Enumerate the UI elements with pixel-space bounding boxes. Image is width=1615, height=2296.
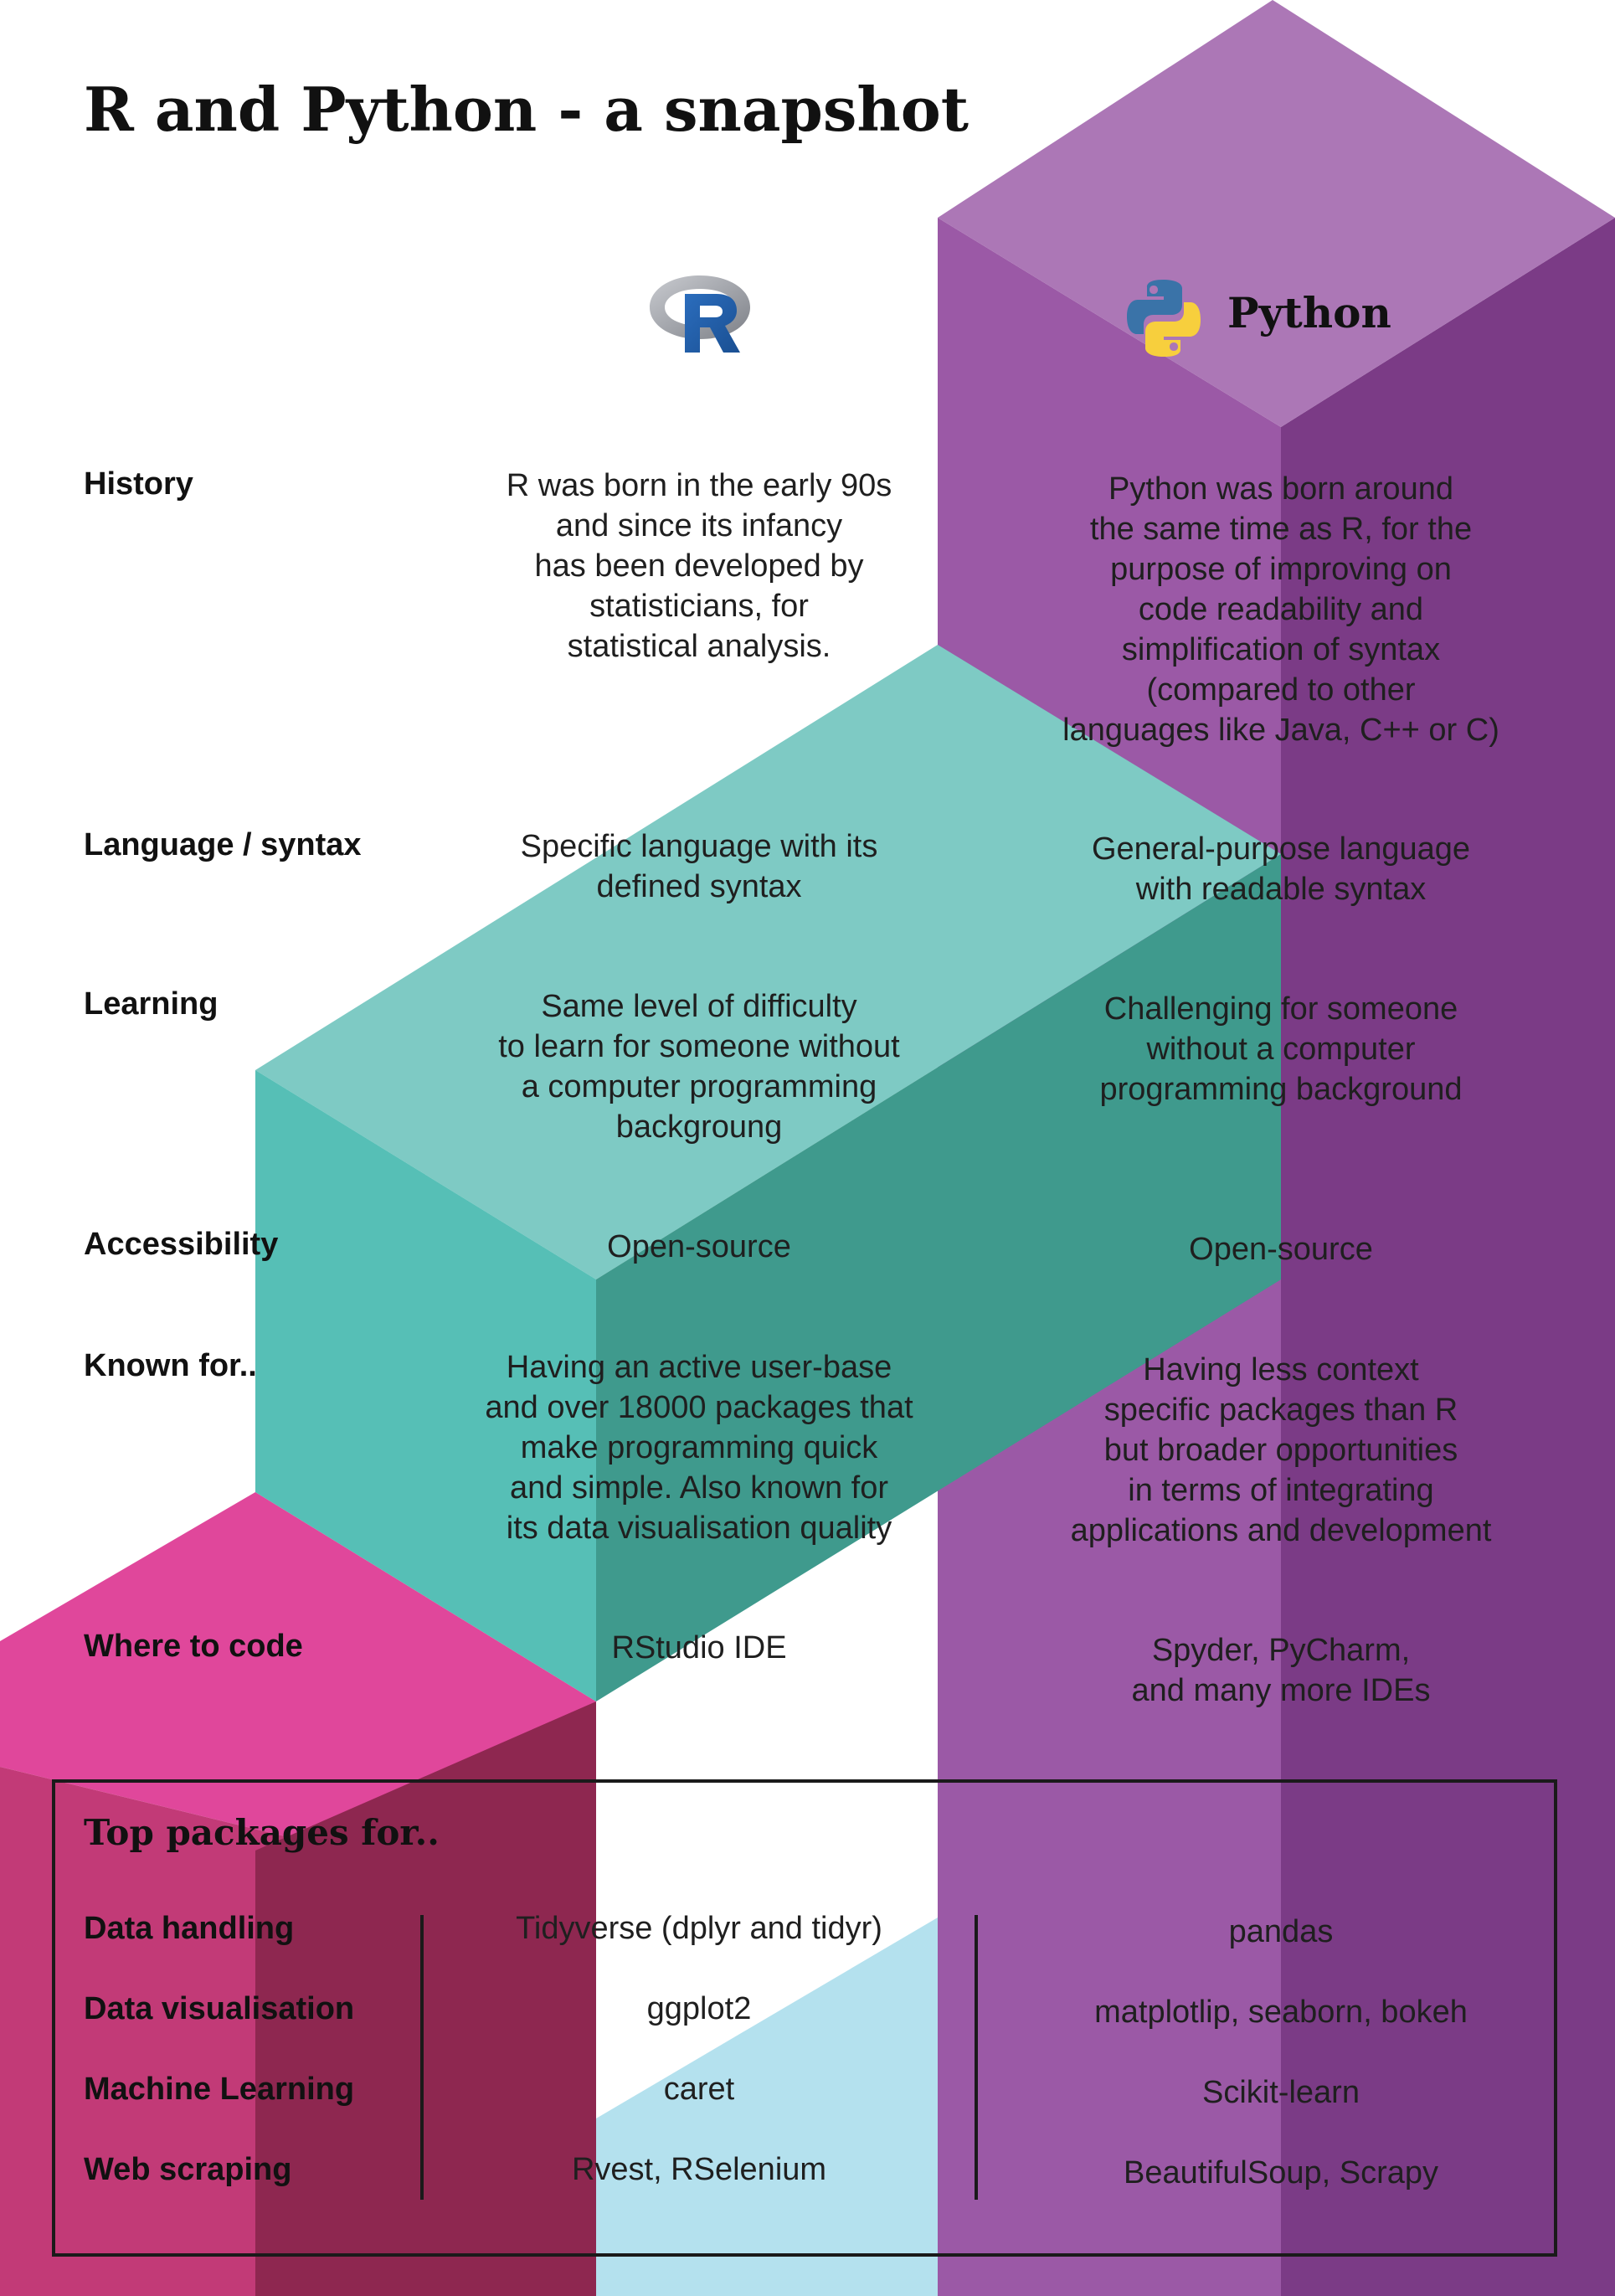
python-accessibility-text: Open-source (1189, 1232, 1373, 1267)
r-known-for-text: Having an active user-base and over 1800… (485, 1350, 913, 1546)
row-label-accessibility: Accessibility (84, 1227, 279, 1262)
r-package-data-handling: Tidyverse (dplyr and tidyr) (516, 1911, 882, 1946)
python-package-data-visualisation: matplotlip, seaborn, bokeh (1094, 1995, 1468, 2030)
r-package-data-visualisation: ggplot2 (646, 1991, 752, 2026)
python-language-text: General-purpose language with readable s… (1091, 831, 1471, 907)
purple-block-right (1281, 218, 1615, 2296)
page-title: R and Python - a snapshot (84, 74, 970, 145)
top-packages-box (52, 1779, 1557, 2257)
python-learning-text: Challenging for someone without a comput… (1099, 991, 1463, 1107)
package-label-data-handling: Data handling (84, 1911, 295, 1946)
top-packages-title: Top packages for.. (84, 1812, 440, 1853)
row-label-where-to-code: Where to code (84, 1629, 303, 1664)
r-history-text: R was born in the early 90s and since it… (506, 468, 892, 664)
r-language-text: Specific language with its defined synta… (520, 829, 878, 904)
python-logo-icon (1127, 280, 1201, 357)
python-history-text: Python was born around the same time as … (1062, 471, 1499, 748)
row-label-history: History (84, 466, 193, 502)
teal-block-right (596, 854, 1281, 1701)
r-logo-icon (650, 275, 750, 353)
python-package-web-scraping: BeautifulSoup, Scrapy (1123, 2155, 1438, 2190)
package-label-data-visualisation: Data visualisation (84, 1991, 355, 2026)
r-accessibility-text: Open-source (607, 1229, 791, 1264)
package-divider-right (975, 1915, 978, 2200)
pink-block-right (255, 1701, 596, 2296)
python-known-for-text: Having less context specific packages th… (1070, 1352, 1492, 1548)
python-package-machine-learning: Scikit-learn (1202, 2075, 1360, 2110)
purple-block-top (938, 0, 1615, 427)
package-label-web-scraping: Web scraping (84, 2152, 292, 2187)
row-label-learning: Learning (84, 986, 219, 1022)
package-label-machine-learning: Machine Learning (84, 2072, 355, 2107)
r-where-to-code-text: RStudio IDE (611, 1630, 787, 1665)
teal-block-left (255, 1070, 596, 1701)
r-package-machine-learning: caret (663, 2072, 735, 2107)
python-where-to-code-text: Spyder, PyCharm, and many more IDEs (1131, 1633, 1431, 1708)
row-label-known-for: Known for.. (84, 1348, 257, 1383)
python-column-heading: Python (1227, 288, 1391, 337)
r-learning-text: Same level of difficulty to learn for so… (498, 989, 900, 1145)
package-divider-left (420, 1915, 424, 2200)
teal-block-top (255, 645, 1281, 1279)
r-package-web-scraping: Rvest, RSelenium (571, 2152, 827, 2187)
pink-block-top (0, 1492, 596, 1851)
python-package-data-handling: pandas (1228, 1914, 1334, 1949)
row-label-language-syntax: Language / syntax (84, 827, 362, 862)
